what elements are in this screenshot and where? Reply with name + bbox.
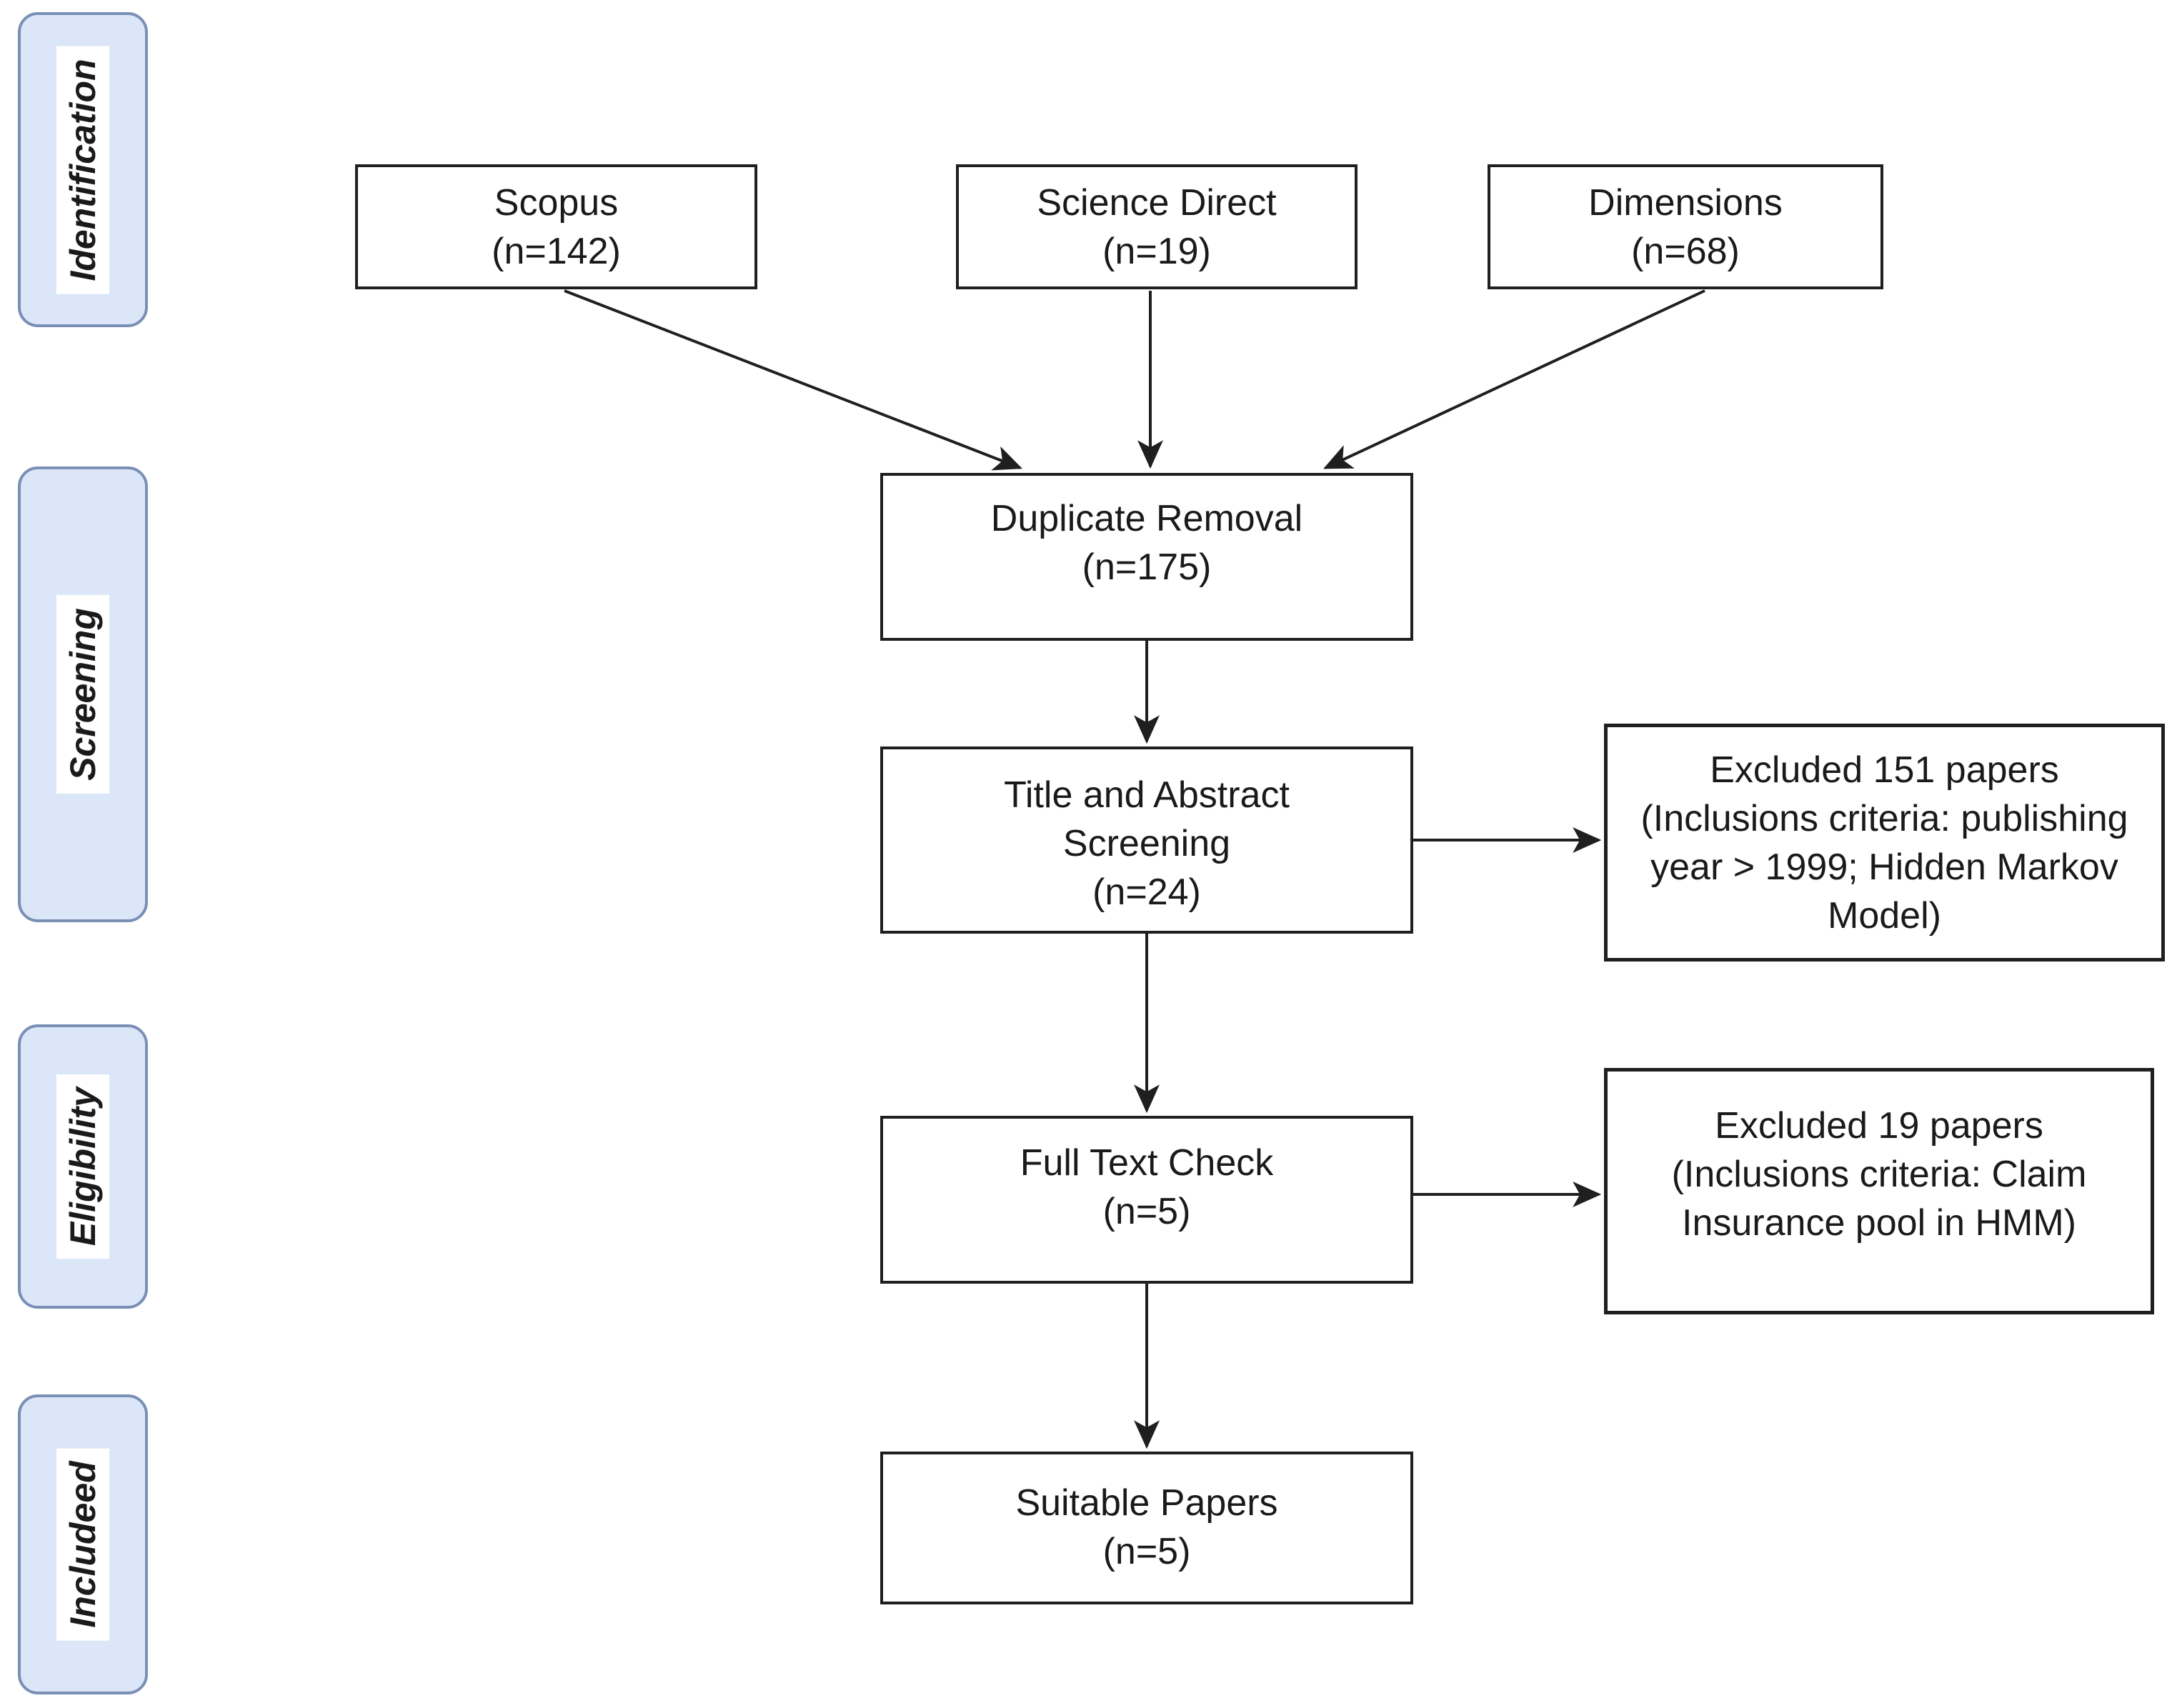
node-duplicate-removal: Duplicate Removal (n=175) — [880, 473, 1413, 641]
node-excluded-151-line1: Excluded 151 papers — [1710, 749, 2059, 791]
node-full-text-check-title: Full Text Check — [1020, 1142, 1274, 1184]
node-excluded-19-line2: (Inclusions criteria: Claim — [1671, 1154, 2087, 1195]
node-excluded-151-line3: year > 1999; Hidden Markov — [1650, 846, 2118, 888]
stage-eligibility-label: Eligibility — [56, 1074, 109, 1259]
node-scopus: Scopus (n=142) — [355, 164, 757, 289]
node-excluded-19-line1: Excluded 19 papers — [1715, 1105, 2043, 1147]
node-science-direct: Science Direct (n=19) — [956, 164, 1358, 289]
stage-identification-label: Identification — [56, 45, 109, 294]
node-dimensions-count: (n=68) — [1631, 230, 1740, 272]
node-full-text-check: Full Text Check (n=5) — [880, 1116, 1413, 1284]
node-excluded-151-line4: Model) — [1828, 894, 1941, 937]
node-scopus-name: Scopus — [494, 181, 619, 224]
node-excluded-151: Excluded 151 papers (Inclusions criteria… — [1604, 724, 2165, 962]
node-duplicate-removal-count: (n=175) — [1082, 546, 1212, 588]
stage-screening-label: Screening — [56, 595, 109, 794]
arrow-dimensions-to-duplicate-removal — [1323, 289, 1705, 469]
stage-screening: Screening — [18, 466, 148, 922]
node-title-abstract-count: (n=24) — [1092, 872, 1201, 913]
node-science-direct-count: (n=19) — [1102, 230, 1211, 272]
node-suitable-papers: Suitable Papers (n=5) — [880, 1452, 1413, 1604]
node-title-abstract-screening: Title and Abstract Screening (n=24) — [880, 746, 1413, 934]
node-excluded-19: Excluded 19 papers (Inclusions criteria:… — [1604, 1068, 2154, 1314]
stage-included: Includeed — [18, 1394, 148, 1694]
stage-eligibility: Eligibility — [18, 1024, 148, 1309]
node-dimensions-name: Dimensions — [1588, 181, 1783, 224]
arrow-scopus-to-duplicate-removal — [564, 289, 1022, 471]
node-title-abstract-line1: Title and Abstract — [1004, 774, 1290, 816]
node-scopus-count: (n=142) — [492, 230, 621, 272]
stage-identification: Identification — [18, 12, 148, 327]
node-excluded-151-line2: (Inclusions criteria: publishing — [1640, 797, 2128, 839]
node-title-abstract-line2: Screening — [1062, 823, 1231, 864]
node-suitable-papers-title: Suitable Papers — [1015, 1482, 1278, 1524]
node-suitable-papers-count: (n=5) — [1102, 1531, 1191, 1572]
node-excluded-19-line3: Insurance pool in HMM) — [1682, 1202, 2076, 1244]
node-duplicate-removal-title: Duplicate Removal — [990, 498, 1303, 539]
node-dimensions: Dimensions (n=68) — [1488, 164, 1883, 289]
stage-included-label: Includeed — [56, 1448, 109, 1641]
node-full-text-check-count: (n=5) — [1102, 1191, 1191, 1232]
node-science-direct-name: Science Direct — [1037, 181, 1277, 224]
